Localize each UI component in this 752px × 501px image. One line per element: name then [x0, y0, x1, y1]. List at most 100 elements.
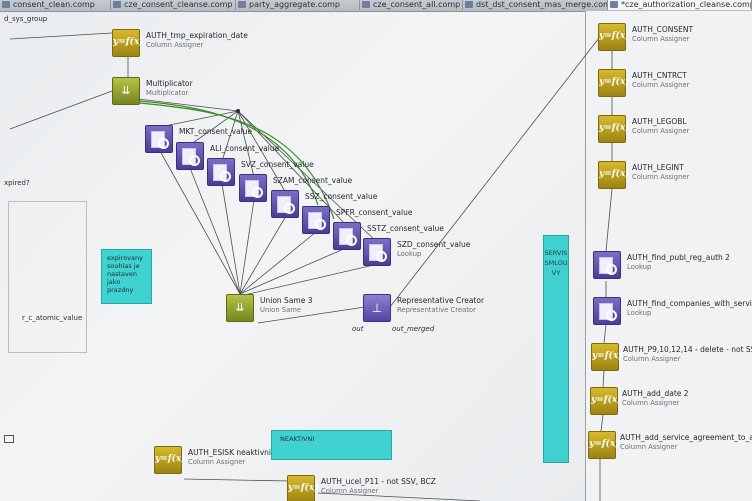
node-type: Column Assigner: [632, 173, 690, 181]
union-icon: ⇊: [226, 294, 254, 322]
edge-selected[interactable]: [139, 100, 319, 206]
node-type: Column Assigner: [632, 35, 690, 43]
graph-canvas[interactable]: d_sys_group xpired? r_c_atomic_value y=f…: [0, 11, 752, 501]
column-assigner-icon: y=f(x): [598, 161, 630, 189]
node-title: AUTH_CONSENT: [632, 25, 694, 34]
graph-file-icon: [362, 1, 370, 8]
node-title: SSTZ_consent_value: [367, 224, 444, 233]
node-type: Column Assigner: [146, 41, 204, 49]
column-assigner-icon: y=f(x): [598, 115, 630, 143]
graph-file-icon: [465, 1, 473, 8]
column-assigner-icon: y=f(x): [598, 23, 630, 51]
edge[interactable]: [183, 478, 291, 482]
lookup-icon: [239, 174, 267, 202]
representative-creator-icon: ⊥: [363, 294, 391, 322]
lookup-icon: [207, 158, 235, 186]
column-assigner-icon: y=f(x): [112, 29, 144, 57]
tab-consent-clean[interactable]: consent_clean.comp: [0, 0, 111, 10]
column-assigner-icon: y=f(x): [287, 475, 319, 501]
left-group-frame: [8, 201, 87, 353]
edge[interactable]: [159, 150, 241, 295]
tab-cze-consent-cleanse[interactable]: cze_consent_cleanse.comp: [111, 0, 236, 10]
edge[interactable]: [159, 110, 239, 128]
lookup-icon: [302, 206, 330, 234]
lookup-icon: [333, 222, 361, 250]
edge[interactable]: [189, 167, 241, 295]
edge[interactable]: [9, 90, 113, 130]
note-neaktivni[interactable]: NEAKTIVNI: [271, 430, 392, 460]
atomic-value-label: r_c_atomic_value: [22, 314, 83, 322]
column-assigner-icon: y=f(x): [591, 343, 623, 371]
tab-dst-consent-mas-merge[interactable]: dst_dst_consent_mas_merge.comp: [463, 0, 608, 10]
node-title: SZAM_consent_value: [273, 176, 353, 185]
node-type: Lookup: [627, 263, 652, 271]
edge[interactable]: [137, 98, 239, 112]
edge[interactable]: [239, 199, 255, 295]
port-out-merged-label: out_merged: [392, 325, 435, 333]
minimize-icon[interactable]: [4, 435, 14, 443]
node-type: Lookup: [627, 309, 652, 317]
edge[interactable]: [189, 110, 239, 146]
editor-tab-bar: consent_clean.comp cze_consent_cleanse.c…: [0, 0, 752, 12]
node-type: Column Assigner: [632, 81, 690, 89]
node-title: SZD_consent_value: [397, 240, 471, 249]
expired-label: xpired?: [4, 179, 30, 187]
column-assigner-icon: y=f(x): [154, 446, 186, 474]
edge-selected[interactable]: [139, 102, 335, 220]
node-title: SSZ_consent_value: [305, 192, 378, 201]
node-title: AUTH_find_companies_with_service_agg: [627, 299, 752, 308]
graph-file-icon: [113, 1, 121, 8]
edge[interactable]: [389, 28, 607, 308]
node-type: Column Assigner: [623, 355, 681, 363]
edge[interactable]: [605, 188, 613, 252]
node-title: SVZ_consent_value: [241, 160, 314, 169]
node-title: Multiplicator: [146, 79, 193, 88]
tab-party-aggregate[interactable]: party_aggregate.comp: [236, 0, 360, 10]
node-type: Lookup: [397, 250, 422, 258]
node-type: Representative Creator: [397, 306, 476, 314]
node-title: AUTH_LEGINT: [632, 163, 684, 172]
edge[interactable]: [239, 215, 287, 295]
multiplicator-icon: ⇊: [112, 77, 140, 105]
node-title: AUTH_add_service_agreement_to_auth 2: [620, 433, 752, 442]
edge[interactable]: [317, 492, 481, 501]
node-title: MKT_consent_value: [179, 127, 253, 136]
node-type: Column Assigner: [321, 487, 379, 495]
node-title: ALI_consent_value: [210, 144, 280, 153]
note-servis-smlouvy[interactable]: SERVIS SMLOUVY: [543, 235, 569, 463]
graph-file-icon: [238, 1, 246, 8]
node-title: AUTH_add_date 2: [622, 389, 689, 398]
graph-file-icon: [2, 1, 10, 8]
node-type: Column Assigner: [622, 399, 680, 407]
tab-cze-authorization-cleanse[interactable]: *cze_authorization_cleanse.comp: [608, 0, 752, 10]
edge[interactable]: [603, 324, 607, 344]
edge[interactable]: [239, 263, 379, 297]
note-expired[interactable]: expirovany souhlas je nastaven jako praz…: [101, 249, 152, 304]
lookup-icon: [271, 190, 299, 218]
tab-cze-consent-all[interactable]: cze_consent_all.comp: [360, 0, 463, 10]
column-assigner-icon: y=f(x): [588, 431, 620, 459]
edge[interactable]: [602, 370, 605, 388]
node-title: AUTH_find_publ_reg_auth 2: [627, 253, 730, 262]
node-title: Union Same 3: [260, 296, 313, 305]
graph-file-icon: [610, 1, 618, 8]
edge[interactable]: [9, 32, 113, 40]
node-type: Union Same: [260, 306, 302, 314]
edge[interactable]: [600, 414, 604, 432]
edge[interactable]: [239, 231, 317, 295]
column-assigner-icon: y=f(x): [598, 69, 630, 97]
region-divider: [585, 11, 586, 501]
node-title: AUTH_CNTRCT: [632, 71, 687, 80]
edge[interactable]: [221, 183, 241, 295]
edge[interactable]: [239, 247, 347, 295]
node-type: Column Assigner: [188, 458, 246, 466]
lookup-icon: [593, 251, 621, 279]
column-assigner-icon: y=f(x): [590, 387, 622, 415]
port-out-label: out: [352, 325, 364, 333]
lookup-icon: [145, 125, 173, 153]
edge[interactable]: [257, 306, 366, 324]
node-title: Representative Creator: [397, 296, 485, 305]
node-type: Multiplicator: [146, 89, 189, 97]
group-label: d_sys_group: [4, 15, 48, 23]
node-title: SPFR_consent_value: [336, 208, 413, 217]
